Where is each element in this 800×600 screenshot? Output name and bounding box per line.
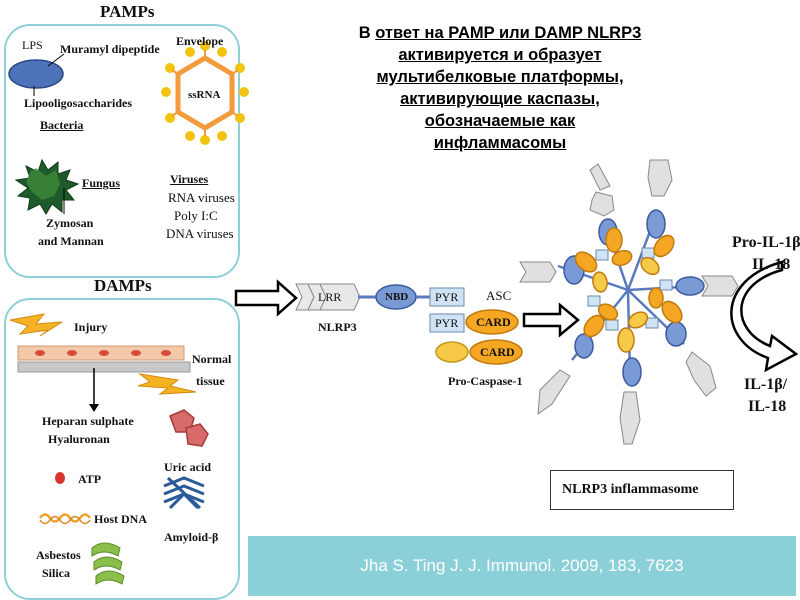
uric-acid-label: Uric acid: [164, 460, 211, 474]
zymosan-label: Zymosan: [46, 216, 94, 230]
processing-curved-arrow-icon: [730, 260, 799, 373]
lps-label: LPS: [22, 38, 43, 52]
mannan-label: and Mannan: [38, 234, 104, 248]
title-line-4: активирующие каспазы,: [400, 90, 600, 108]
injury-label: Injury: [74, 320, 108, 334]
amyloid-beta-icon: [163, 476, 205, 510]
inflammasome-label: NLRP3 inflammasome: [562, 482, 699, 497]
procasp-small-icon: [435, 341, 469, 363]
page-title: В ответ на PAMP или DAMP NLRP3 активируе…: [300, 22, 700, 154]
asc-label: ASC: [486, 288, 512, 303]
fungus-label: Fungus: [82, 176, 121, 190]
input-arrow-icon: [234, 279, 298, 317]
dna-viruses-label: DNA viruses: [166, 226, 234, 241]
title-underlined: ответ на PAMP или DAMP NLRP3: [375, 24, 642, 42]
bacteria-label: Bacteria: [40, 118, 84, 132]
ssrna-label: ssRNA: [188, 89, 221, 101]
muramyl-label: Muramyl dipeptide: [60, 42, 160, 56]
uric-acid-icon: [169, 409, 209, 447]
title-line-2: активируется и образует: [398, 46, 602, 64]
amyloid-label: Amyloid-β: [164, 530, 219, 544]
injury-bolt-icon: [9, 313, 63, 337]
polyic-label: Poly I:C: [174, 208, 218, 223]
damps-heading: DAMPs: [94, 276, 152, 295]
nbd-label: NBD: [385, 291, 409, 303]
il1b-label: IL-1β/: [744, 376, 788, 393]
pyr-domain-icon: [429, 287, 465, 307]
procaspase-label: Pro-Caspase-1: [448, 374, 523, 388]
pyr-label: PYR: [435, 290, 459, 304]
inflammasome-complex-icon: [519, 159, 739, 445]
atp-label: ATP: [78, 472, 102, 486]
pro-il1b-label: Pro-IL-1β/: [732, 234, 800, 251]
card-label: CARD: [476, 315, 511, 329]
host-dna-label: Host DNA: [94, 512, 147, 526]
asc-pyr-domain-icon: [429, 313, 465, 333]
title-line-5: обозначаемые как: [424, 112, 576, 130]
lps-ellipse-icon: [8, 59, 64, 89]
silica-label: Silica: [42, 566, 71, 580]
normal-tissue-icon: [17, 345, 191, 373]
title-prefix: В: [358, 24, 376, 42]
normal-label: Normal: [192, 352, 232, 366]
lrr-domain-icon: [295, 283, 361, 311]
viruses-label: Viruses: [170, 172, 209, 186]
tissue-label: tissue: [196, 374, 225, 388]
title-line-6: инфламмасомы: [433, 134, 567, 152]
asc-card-icon: [465, 309, 519, 335]
fungus-icon: [14, 158, 80, 215]
citation-text: Jha S. Ting J. J. Immunol. 2009, 183, 76…: [360, 556, 684, 575]
heparan-label: Heparan sulphate: [42, 414, 134, 428]
card2-label: CARD: [480, 345, 515, 359]
inflammasome-label-box: [550, 470, 734, 510]
hyaluronan-label: Hyaluronan: [48, 432, 110, 446]
host-dna-icon: [38, 513, 92, 523]
envelope-label: Envelope: [176, 34, 224, 48]
asc-pyr-label: PYR: [435, 316, 459, 330]
rna-viruses-label: RNA viruses: [168, 190, 235, 205]
tissue-bolt-icon: [137, 373, 197, 395]
title-line-3: мультибелковые платформы,: [376, 68, 624, 86]
asbestos-icon: [91, 542, 125, 585]
procasp-card-icon: [469, 339, 523, 365]
citation-box: [248, 536, 796, 596]
pamps-heading: PAMPs: [100, 2, 155, 21]
lipo-label: Lipooligosaccharides: [24, 96, 133, 110]
lrr-label: LRR: [318, 290, 342, 304]
nlrp3-label: NLRP3: [318, 320, 357, 334]
assembly-arrow-icon: [522, 302, 580, 338]
asbestos-label: Asbestos: [36, 548, 81, 562]
il18-label: IL-18: [748, 398, 787, 415]
virus-hexagon-icon: [161, 41, 249, 145]
atp-dot-icon: [55, 472, 65, 484]
pro-il18-label: IL-18: [752, 256, 791, 273]
